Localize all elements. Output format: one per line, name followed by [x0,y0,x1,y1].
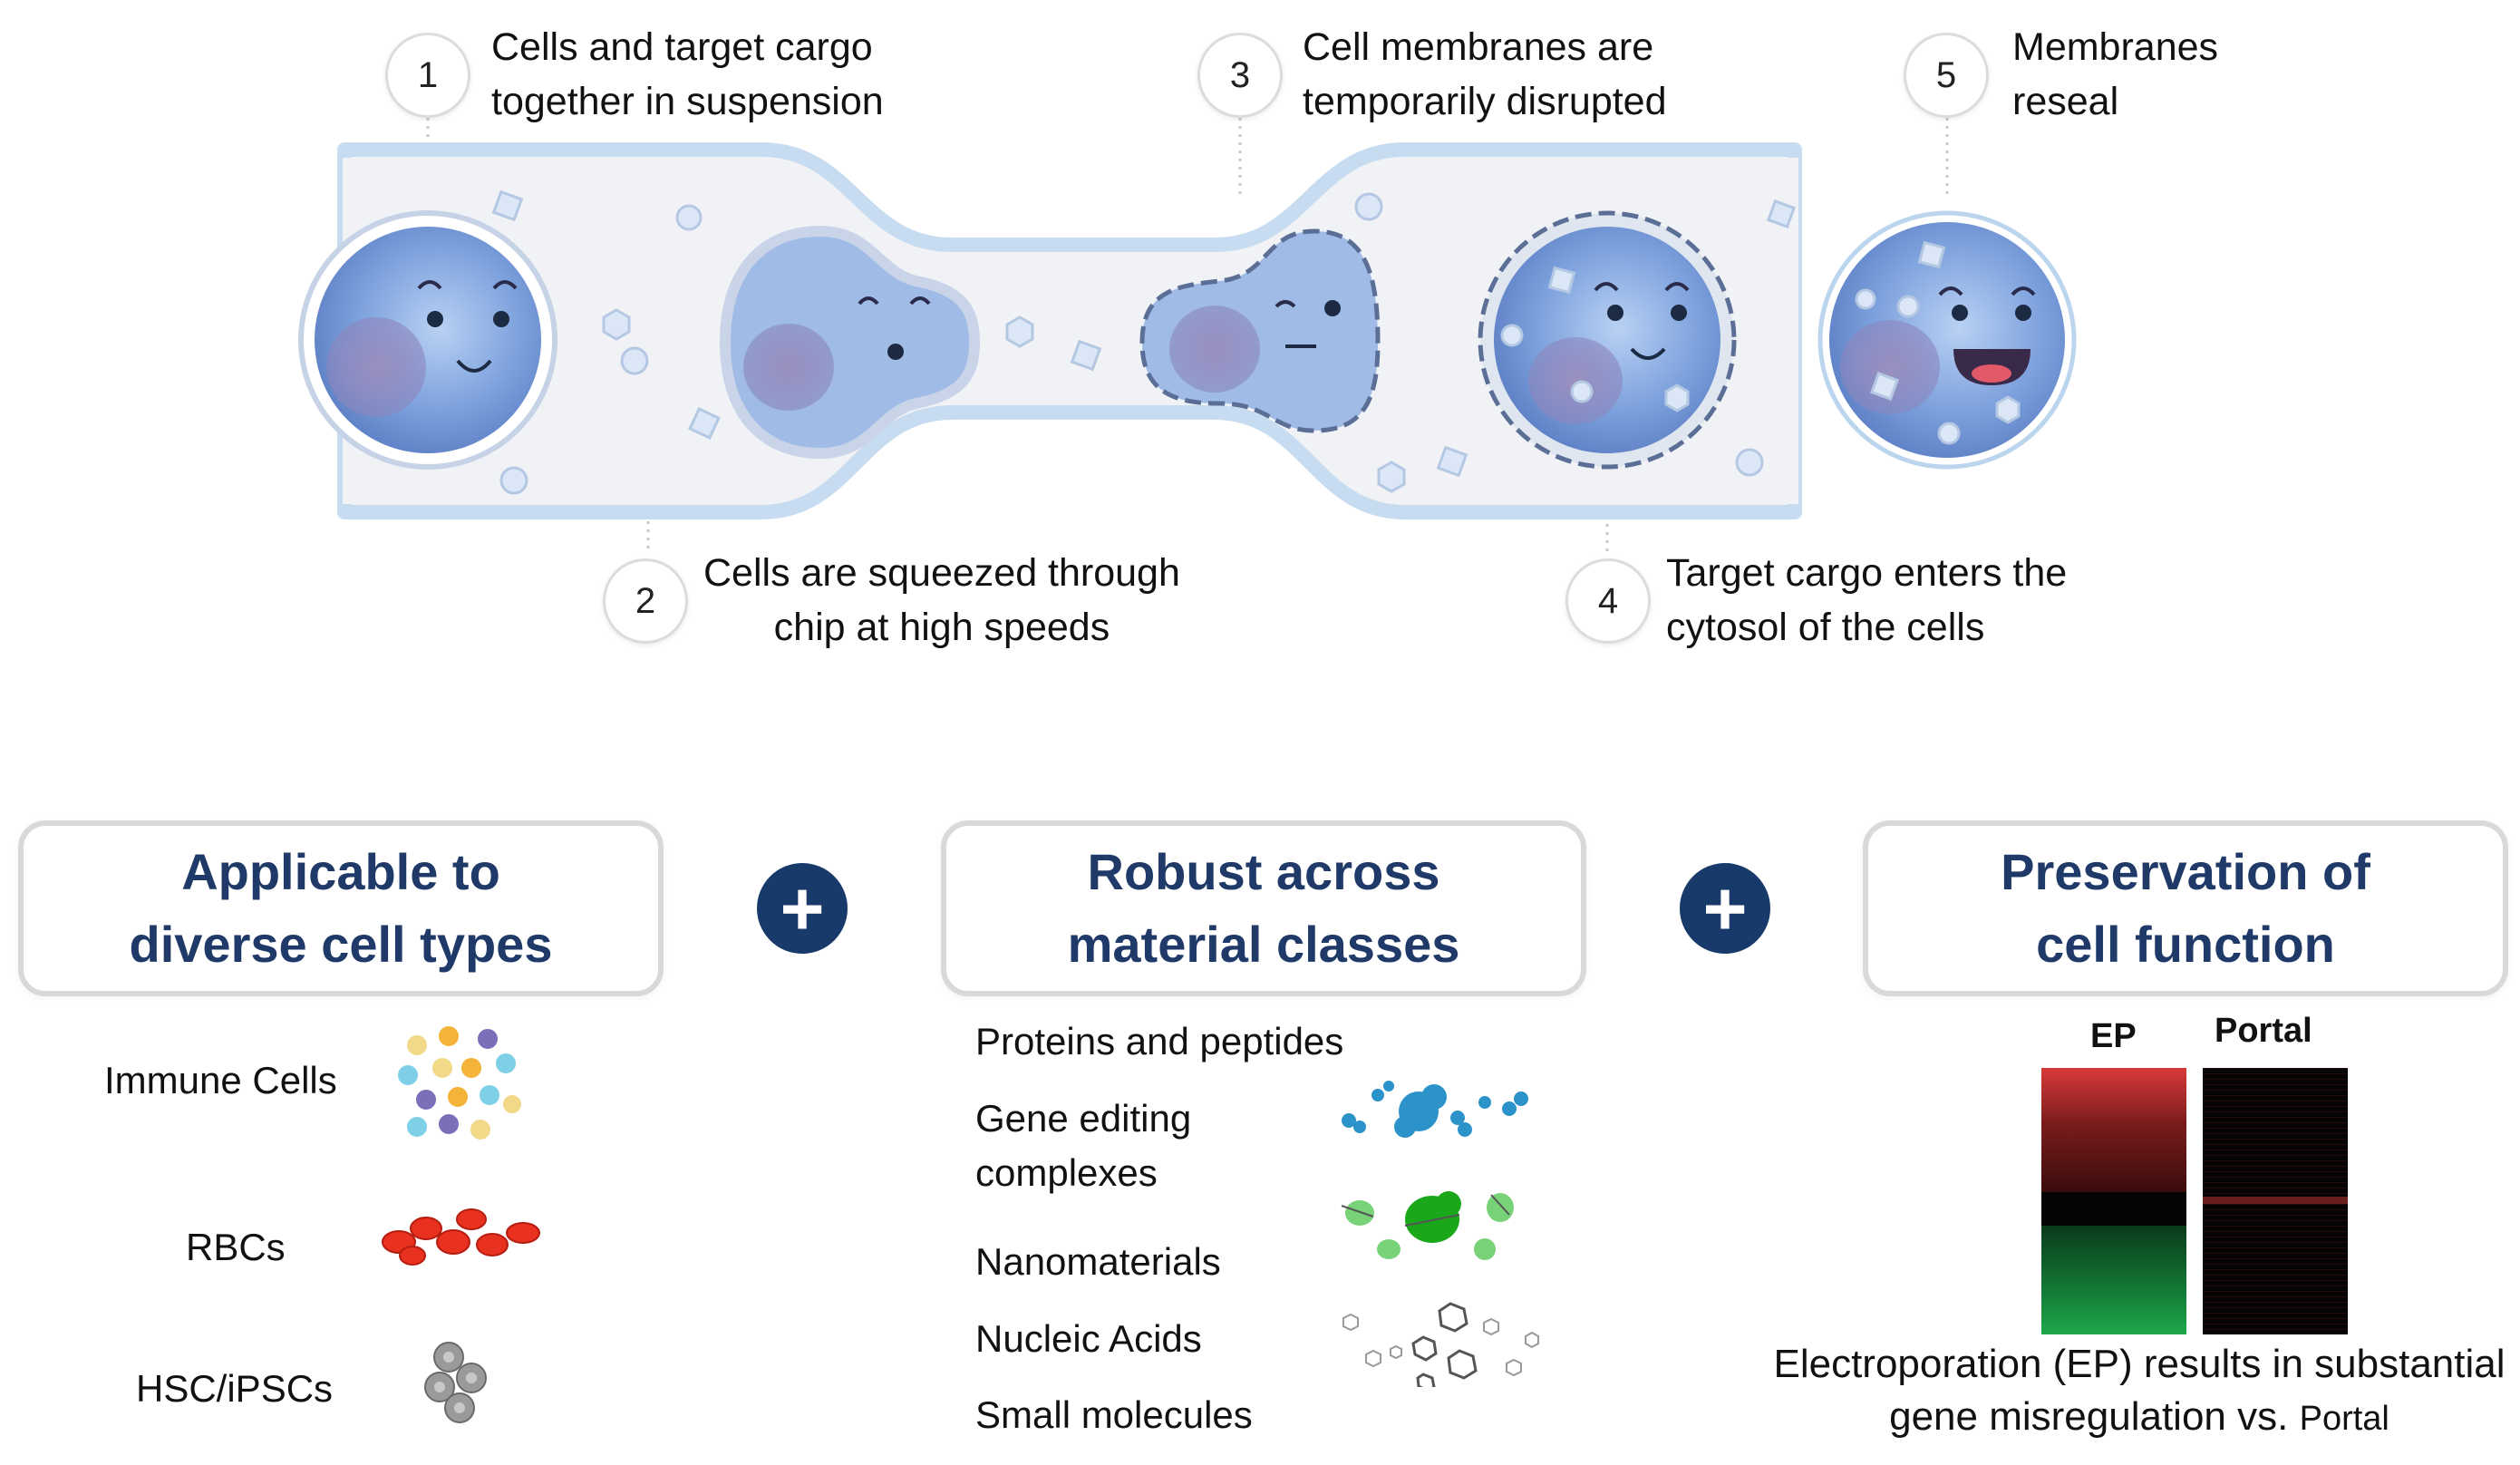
panel-cell-types-title: Applicable to diverse cell types [18,820,664,996]
step-5-number: 5 [1904,33,1989,118]
label-small-molecules: Small molecules [975,1393,1253,1436]
label-nanomaterials: Nanomaterials [975,1240,1221,1283]
step-2-number: 2 [603,558,688,644]
proteins-icon [1342,1081,1528,1138]
label-hsc-ipscs: HSC/iPSCs [136,1367,334,1410]
heatmap-column-ep [2041,1068,2186,1334]
plus-icon: + [1680,863,1770,954]
plus-icon: + [757,863,848,954]
nucleic-acids-icon [1342,1302,1539,1387]
step-3-number: 3 [1197,33,1283,118]
stem-cells-icon [424,1342,487,1423]
label-nucleic-acids: Nucleic Acids [975,1317,1202,1360]
cargo-particles [491,189,1797,495]
gene-editing-complexes-icon [1341,1191,1514,1260]
gene-expression-heatmap [2041,1068,2348,1334]
cell-2-squeezed [719,225,981,460]
label-gene-editing: Gene editing [975,1097,1192,1140]
heatmap-caption: Electroporation (EP) results in substant… [1773,1342,2505,1439]
label-immune-cells: Immune Cells [104,1059,337,1101]
step-4-number: 4 [1565,558,1651,644]
label-proteins: Proteins and peptides [975,1020,1344,1062]
label-complexes: complexes [975,1151,1158,1194]
heatmap-column-portal [2203,1068,2348,1334]
rbcs-icon [382,1208,540,1266]
panel-material-classes-title: Robust across material classes [941,820,1586,996]
heatmap-header-ep: EP [2090,1017,2137,1055]
panel-cell-function-title: Preservation of cell function [1863,820,2508,996]
label-rbcs: RBCs [186,1226,286,1268]
cell-1-round [298,210,557,470]
step-1-number: 1 [385,33,470,118]
heatmap-header-portal: Portal [2215,1012,2312,1050]
cell-3-disrupted [1139,228,1381,433]
cell-5-resealed [1817,210,2077,470]
immune-cells-icon [396,1024,523,1141]
squeeze-process-illustration [298,118,2077,553]
cell-4-cargo-entering [1478,210,1737,470]
